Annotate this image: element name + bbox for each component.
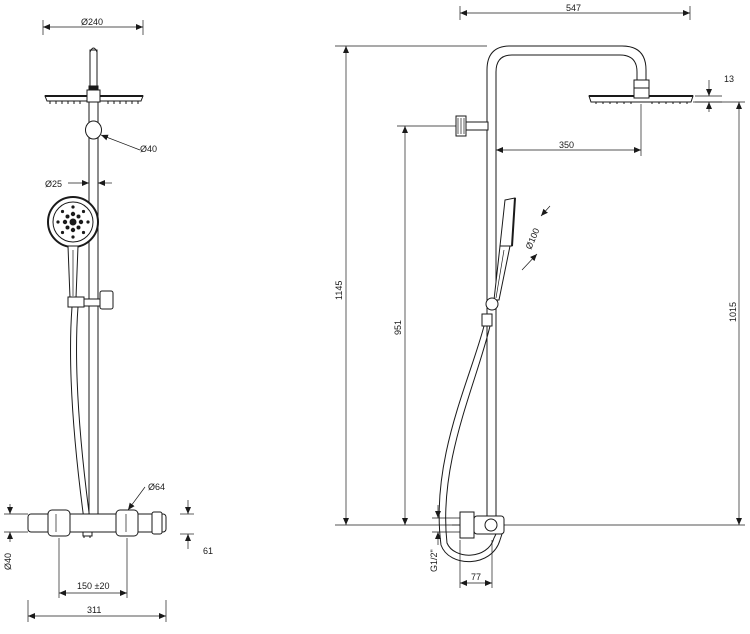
dim-arm-diameter: Ø40 (85, 120, 157, 154)
head-arm (88, 47, 99, 92)
thermostat-valve (27, 509, 167, 537)
dim-pipe-diameter: Ø25 (45, 179, 112, 189)
dim-inlet-spacing: 150 ±20 (58, 538, 128, 598)
dim-head-thickness: 13 (695, 74, 734, 112)
dim-knob-diameter: Ø64 (127, 482, 165, 511)
riser-and-arm (486, 45, 650, 520)
front-view: Ø240 (3, 17, 213, 622)
dim-slider-reach-label: 350 (559, 140, 574, 150)
dim-head-thickness-label: 13 (724, 74, 734, 84)
dim-hand-shower-height-label: 951 (393, 320, 403, 335)
hose-side (438, 325, 503, 563)
hand-shower-front (47, 196, 99, 299)
dim-body-diameter-label: Ø40 (3, 553, 13, 570)
dim-pipe-diameter-label: Ø25 (45, 179, 62, 189)
dim-overall-width: 311 (27, 600, 167, 622)
dim-hand-shower-diameter-label: Ø100 (524, 227, 542, 251)
hand-shower-side (481, 197, 516, 327)
dim-arm-diameter-label: Ø40 (140, 144, 157, 154)
side-view: 547 13 (334, 3, 745, 588)
dim-hand-shower-diameter: Ø100 (521, 205, 551, 271)
overhead-shower-head (44, 89, 144, 104)
dim-total-height: 1145 (334, 45, 487, 526)
dim-slider-reach: 350 (496, 104, 642, 156)
dim-wall-offset-label: 77 (471, 572, 481, 582)
dim-head-height: 1015 (504, 101, 745, 526)
dim-head-diameter: Ø240 (42, 17, 144, 35)
dim-projection: 547 (459, 3, 691, 20)
dim-projection-label: 547 (566, 3, 581, 13)
valve-side (452, 511, 505, 539)
dim-head-height-label: 1015 (728, 302, 738, 322)
overhead-head-side (588, 87, 694, 104)
dim-inlet-spacing-label: 150 ±20 (77, 581, 109, 591)
dim-body-diameter: Ø40 (3, 504, 28, 570)
dim-valve-height: 61 (180, 500, 213, 556)
dim-total-height-label: 1145 (334, 281, 344, 300)
slider-bracket (67, 290, 114, 310)
dim-knob-diameter-label: Ø64 (148, 482, 165, 492)
dim-wall-offset: 77 (459, 540, 493, 588)
dim-overall-width-label: 311 (87, 605, 101, 615)
dim-hand-shower-height: 951 (393, 125, 456, 525)
dim-valve-height-label: 61 (203, 546, 213, 556)
riser-pipe (88, 101, 99, 531)
dim-thread-label: G1/2" (429, 549, 439, 572)
dim-head-diameter-label: Ø240 (81, 17, 103, 27)
wall-bracket-upper (455, 115, 489, 137)
dim-thread: G1/2" (429, 505, 460, 572)
